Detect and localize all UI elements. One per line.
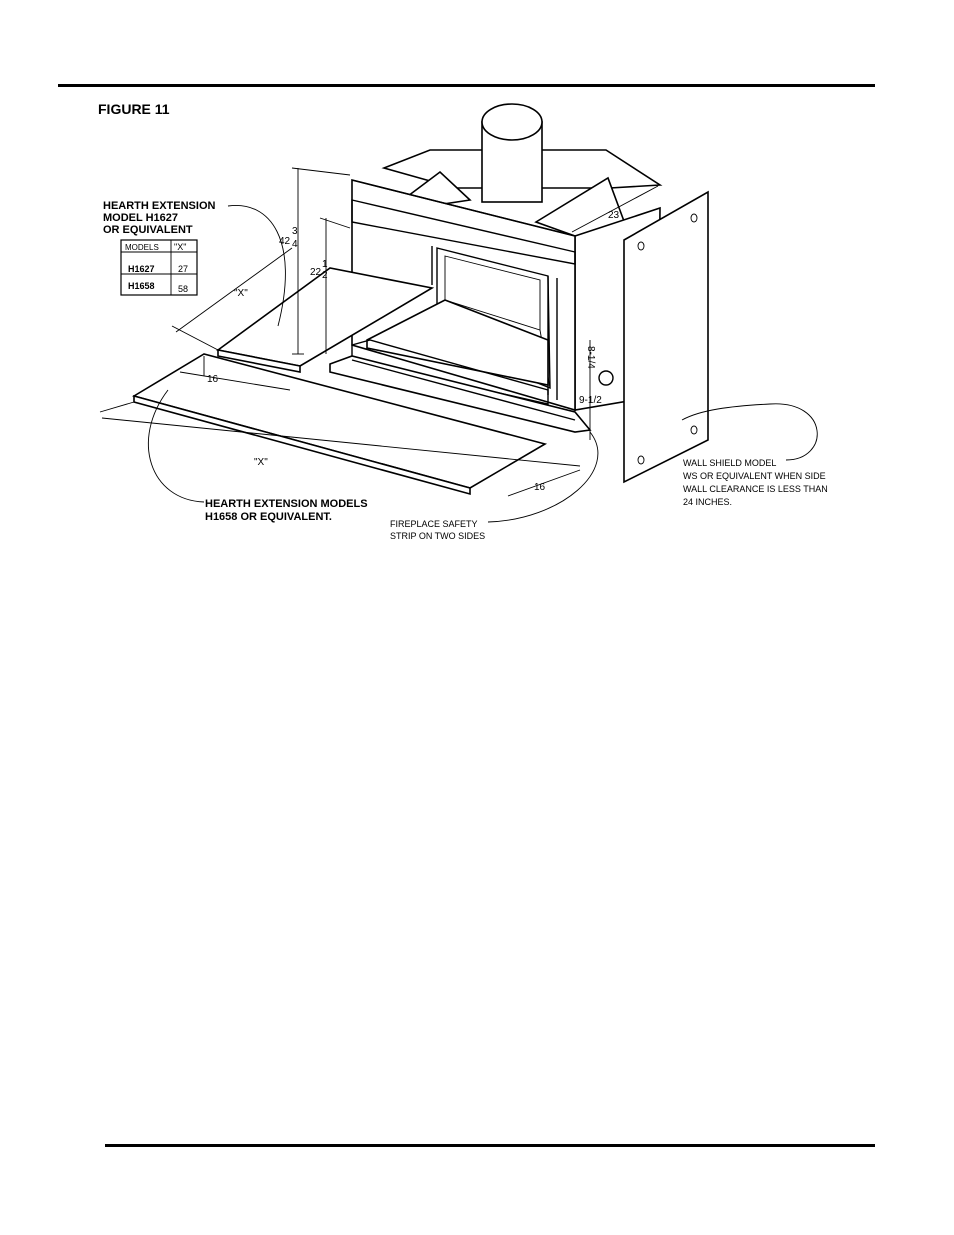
svg-text:HEARTH EXTENSION MODELS: HEARTH EXTENSION MODELS xyxy=(205,498,368,510)
svg-text:H1658 OR EQUIVALENT.: H1658 OR EQUIVALENT. xyxy=(205,511,332,523)
svg-text:MODEL H1627: MODEL H1627 xyxy=(103,212,178,224)
dim-opening-frac-den: 2 xyxy=(322,270,328,281)
dim-height-frac-num: 3 xyxy=(292,226,298,237)
dim-hearth-depth-small: 16 xyxy=(207,374,219,385)
dim-opening: 22 xyxy=(310,267,322,278)
table-cell-model: H1658 xyxy=(128,281,155,291)
table-header-x: "X" xyxy=(174,242,186,252)
dim-x-small: "X" xyxy=(234,288,248,299)
svg-text:OR EQUIVALENT: OR EQUIVALENT xyxy=(103,224,193,236)
table-header-models: MODELS xyxy=(125,243,159,252)
table-cell-x: 58 xyxy=(178,284,188,294)
models-table: MODELS "X" H1627 27 H1658 58 xyxy=(121,240,197,295)
dim-hearth-depth-large: 16 xyxy=(534,482,546,493)
svg-text:STRIP ON TWO SIDES: STRIP ON TWO SIDES xyxy=(390,531,485,541)
dim-x-large: "X" xyxy=(254,457,268,468)
fireplace-unit xyxy=(330,104,660,432)
dim-depth: 23 xyxy=(608,210,620,221)
svg-text:HEARTH EXTENSION: HEARTH EXTENSION xyxy=(103,200,216,212)
wall-shield xyxy=(624,192,708,482)
label-hearth-large: HEARTH EXTENSION MODELS H1658 OR EQUIVAL… xyxy=(205,498,368,523)
dim-side-lower: 9-1/2 xyxy=(579,395,602,406)
dim-opening-frac-num: 1 xyxy=(322,259,328,270)
label-hearth-small: HEARTH EXTENSION MODEL H1627 OR EQUIVALE… xyxy=(103,200,216,236)
svg-text:WALL SHIELD MODEL: WALL SHIELD MODEL xyxy=(683,458,776,468)
svg-text:24 INCHES.: 24 INCHES. xyxy=(683,497,732,507)
svg-text:WALL CLEARANCE IS LESS THAN: WALL CLEARANCE IS LESS THAN xyxy=(683,484,828,494)
svg-text:FIREPLACE SAFETY: FIREPLACE SAFETY xyxy=(390,519,478,529)
label-wall-shield: WALL SHIELD MODEL WS OR EQUIVALENT WHEN … xyxy=(683,458,828,507)
dim-side-upper: 8-1/4 xyxy=(585,346,596,369)
table-cell-model: H1627 xyxy=(128,264,155,274)
dim-height-frac-den: 4 xyxy=(292,239,298,250)
svg-text:WS OR EQUIVALENT WHEN SIDE: WS OR EQUIVALENT WHEN SIDE xyxy=(683,471,826,481)
dim-height: 42 xyxy=(279,236,291,247)
label-safety-strip: FIREPLACE SAFETY STRIP ON TWO SIDES xyxy=(390,519,485,541)
table-cell-x: 27 xyxy=(178,264,188,274)
